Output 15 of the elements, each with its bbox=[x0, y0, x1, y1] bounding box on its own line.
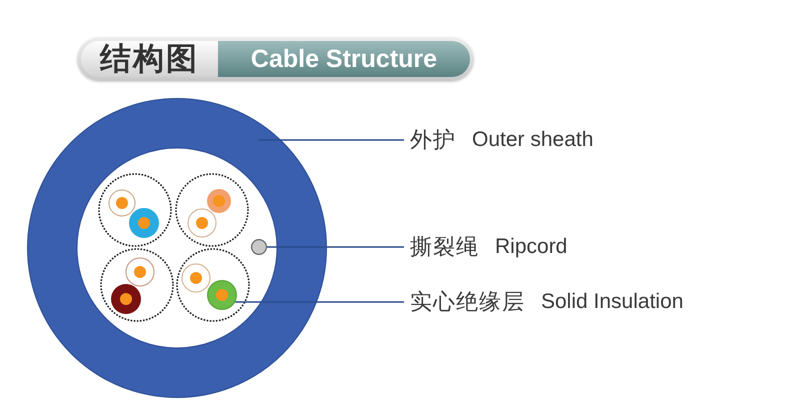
callout-text: Solid Insulation bbox=[541, 290, 684, 314]
callout-text: 撕裂绳 bbox=[410, 233, 479, 261]
leader-line bbox=[235, 301, 404, 303]
callout-text: 实心绝缘层 bbox=[410, 288, 525, 316]
title-tab: 结构图 bbox=[81, 41, 218, 77]
title-tab: Cable Structure bbox=[218, 41, 470, 77]
callout-text: 外护 bbox=[410, 126, 456, 154]
sheath-ring bbox=[27, 98, 327, 398]
callout-text: Outer sheath bbox=[472, 128, 594, 152]
callout-text: Ripcord bbox=[495, 235, 568, 259]
leader-line bbox=[258, 139, 404, 141]
title-banner bbox=[78, 38, 473, 80]
ripcord-circle bbox=[251, 239, 267, 255]
leader-line bbox=[267, 246, 404, 248]
insulated-wire bbox=[207, 280, 237, 310]
